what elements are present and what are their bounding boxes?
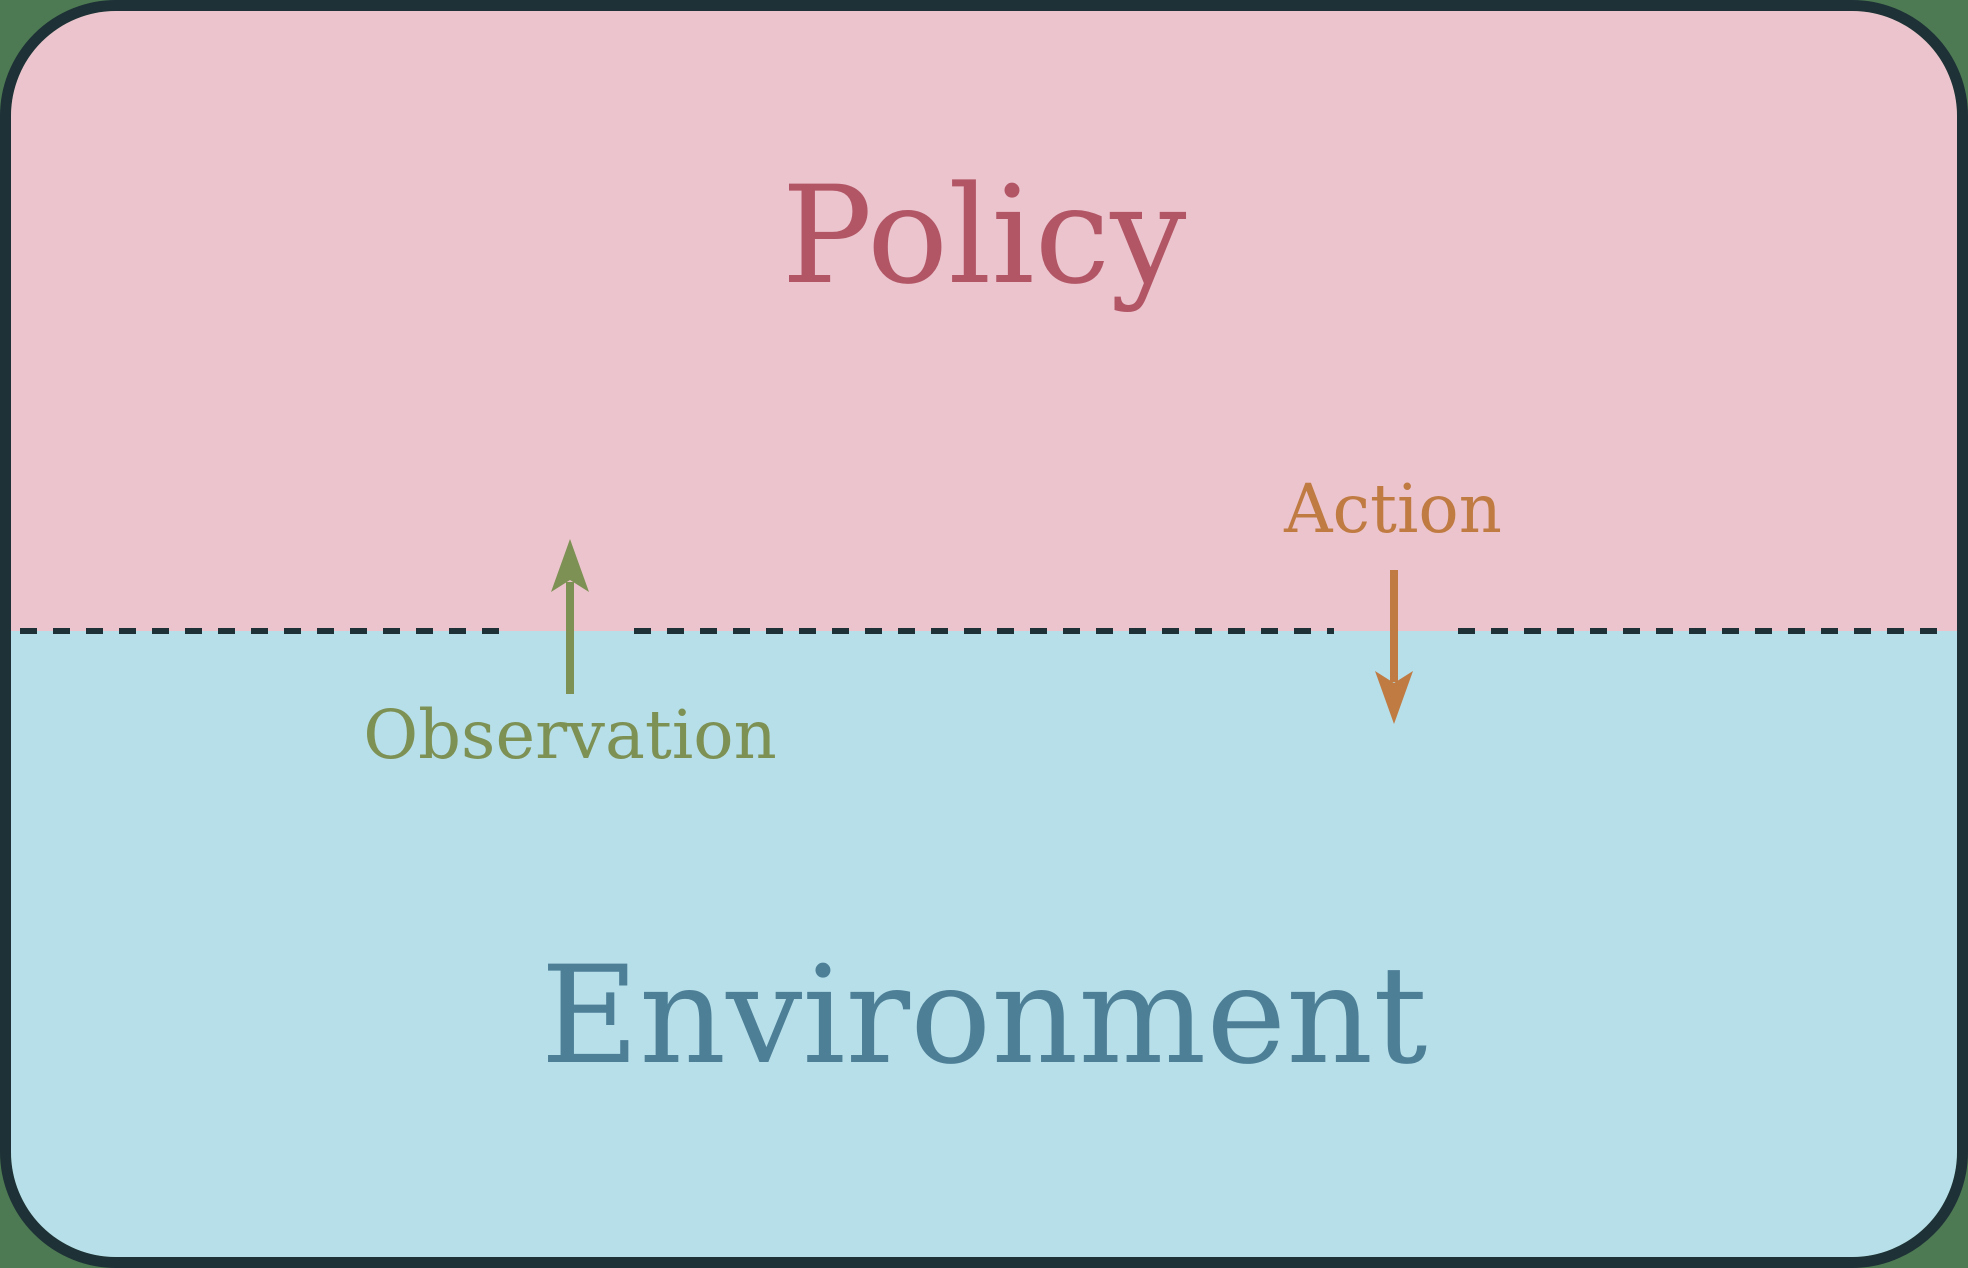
boundary-dashed-line-segment-middle xyxy=(634,628,1334,634)
observation-label: Observation xyxy=(363,696,777,774)
boundary-dashed-line-segment-right xyxy=(1458,628,1948,634)
environment-label: Environment xyxy=(540,937,1428,1094)
boundary-dashed-line-segment-left xyxy=(20,628,508,634)
policy-region xyxy=(11,11,1957,631)
action-label: Action xyxy=(1284,470,1502,548)
policy-label: Policy xyxy=(781,157,1187,314)
environment-region xyxy=(11,631,1957,1257)
